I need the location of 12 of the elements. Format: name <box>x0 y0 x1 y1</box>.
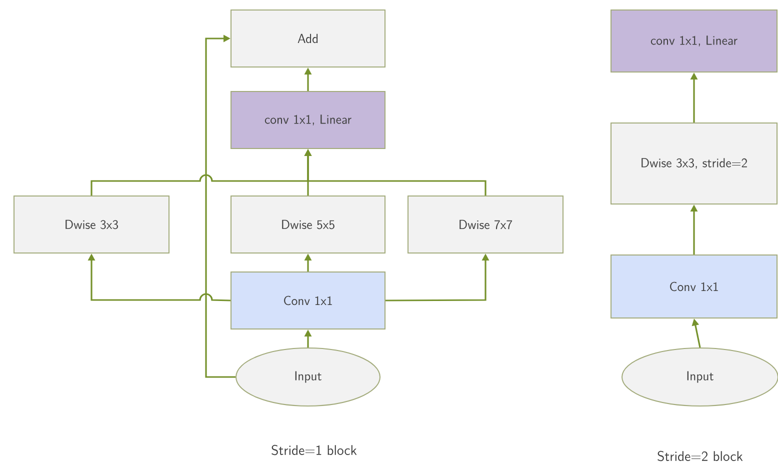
process-box: conv 1x1, Linear <box>610 10 778 72</box>
process-box: conv 1x1, Linear <box>230 91 386 149</box>
process-box: Conv 1x1 <box>230 272 386 330</box>
process-box: Add <box>230 10 386 68</box>
process-box: Dwise 7x7 <box>408 196 564 254</box>
process-box: Conv 1x1 <box>610 254 778 318</box>
process-box: Dwise 5x5 <box>230 196 386 254</box>
process-box: Dwise 3x3, stride=2 <box>610 122 778 204</box>
arrow <box>205 34 236 378</box>
process-box: Dwise 3x3 <box>14 196 170 254</box>
caption: Stride=2 block <box>658 450 743 462</box>
caption: Stride=1 block <box>272 444 357 456</box>
